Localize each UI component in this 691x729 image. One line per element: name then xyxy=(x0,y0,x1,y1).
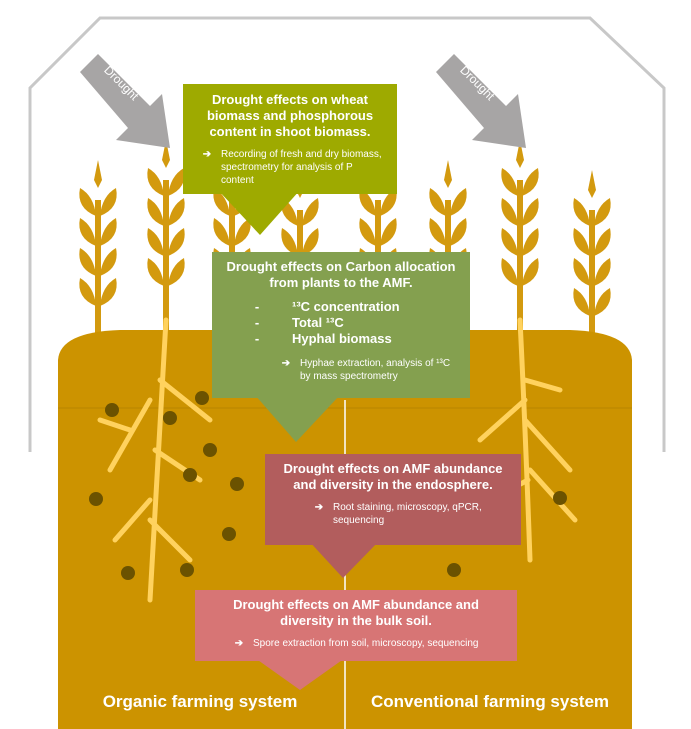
bullet: ¹³C concentration xyxy=(292,299,400,314)
bullet-dash: - xyxy=(254,331,260,346)
spore-dot xyxy=(195,391,209,405)
box-wheat-biomass: Drought effects on wheat biomass and pho… xyxy=(183,84,397,194)
box-title: Drought effects on AMF abundance and div… xyxy=(233,597,479,628)
wheat-ear xyxy=(79,160,117,370)
box-endosphere: Drought effects on AMF abundance and div… xyxy=(265,454,521,545)
spore-dot xyxy=(203,443,217,457)
box-title: Drought effects on Carbon allocation fro… xyxy=(226,259,456,290)
spore-dot xyxy=(230,477,244,491)
drought-arrow-left xyxy=(80,54,170,148)
bullet-dash: - xyxy=(254,299,260,314)
arrow-icon: ➔ xyxy=(314,502,324,513)
arrow-icon: ➔ xyxy=(202,149,212,160)
wheat-ear xyxy=(573,170,611,370)
label-organic: Organic farming system xyxy=(102,692,298,711)
spores xyxy=(89,391,567,580)
spore-dot xyxy=(121,566,135,580)
wheat-ear xyxy=(501,140,539,370)
box-title: Drought effects on AMF abundance and div… xyxy=(283,461,503,492)
label-conventional: Conventional farming system xyxy=(370,692,610,711)
roots xyxy=(97,317,578,603)
box-title: Drought effects on wheat biomass and pho… xyxy=(206,92,374,139)
spore-dot xyxy=(183,468,197,482)
box3-pointer xyxy=(308,540,380,578)
spore-dot xyxy=(180,563,194,577)
spore-dot xyxy=(105,403,119,417)
box-method: Root staining, microscopy, qPCR, sequenc… xyxy=(333,502,482,526)
bullet: Hyphal biomass xyxy=(292,331,392,346)
box2-pointer xyxy=(255,395,340,442)
bullet-dash: - xyxy=(254,315,260,330)
box-carbon-allocation: Drought effects on Carbon allocation fro… xyxy=(212,252,470,398)
spore-dot xyxy=(163,411,177,425)
drought-arrow-right xyxy=(436,54,526,148)
root xyxy=(477,317,578,563)
spore-dot xyxy=(553,491,567,505)
root xyxy=(97,317,213,603)
wheat-ear xyxy=(147,140,185,370)
box-bulk-soil: Drought effects on AMF abundance and div… xyxy=(195,590,517,661)
spore-dot xyxy=(222,527,236,541)
arrow-icon: ➔ xyxy=(281,358,291,369)
box4-pointer xyxy=(255,658,345,690)
box-method: Recording of fresh and dry biomass, spec… xyxy=(221,149,382,186)
spore-dot xyxy=(447,563,461,577)
box1-pointer xyxy=(218,190,300,235)
arrow-icon: ➔ xyxy=(234,638,244,649)
bullet: Total ¹³C xyxy=(292,315,344,330)
greenhouse-outline xyxy=(28,16,666,452)
spore-dot xyxy=(89,492,103,506)
box-method: Spore extraction from soil, microscopy, … xyxy=(253,638,479,649)
box-method: Hyphae extraction, analysis of ¹³C by ma… xyxy=(300,358,451,382)
